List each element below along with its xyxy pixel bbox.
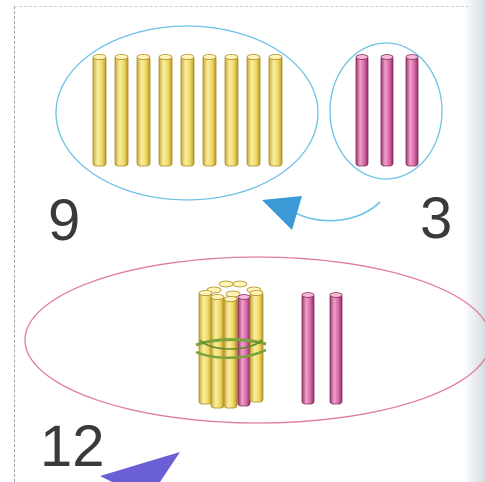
bundle-stick [198,291,213,405]
bundle-stick-pink [237,295,251,407]
yellow-stick [202,54,217,167]
pink-sticks-group [355,54,419,167]
curved-arrow-icon [262,196,381,230]
yellow-stick [268,54,283,167]
pointer-arrow-icon [100,452,180,482]
number-nine: 9 [48,188,81,253]
page-edge-shadow [463,0,485,482]
yellow-stick [224,54,239,167]
bundle-stick [210,295,225,409]
bundle-stick [223,297,238,409]
pink-stick [380,54,394,167]
yellow-stick [158,54,173,167]
yellow-stick [246,54,261,167]
yellow-stick [92,54,107,167]
oval-twelve [24,256,485,424]
bundle-stick [249,291,264,403]
pink-stick [405,54,419,167]
bundle-of-ten [195,280,267,409]
pink-stick [301,292,315,405]
yellow-stick [180,54,195,167]
pink-stick [329,292,343,405]
number-twelve: 12 [40,414,105,479]
loose-pink-sticks [301,292,343,405]
oval-three [329,42,443,180]
yellow-sticks-group [92,54,283,167]
yellow-stick [114,54,129,167]
pink-stick [355,54,369,167]
page-border [14,6,484,482]
number-three: 3 [420,186,453,251]
yellow-stick [136,54,151,167]
oval-nine [55,25,319,201]
